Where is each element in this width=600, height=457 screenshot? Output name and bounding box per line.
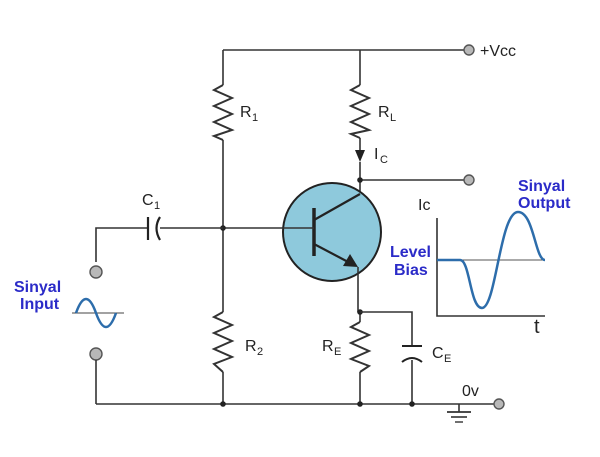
graph-axes bbox=[436, 218, 545, 317]
graph-y-label: Ic bbox=[418, 197, 430, 214]
input-terminal-top bbox=[89, 265, 103, 279]
current-arrow bbox=[355, 150, 365, 162]
zero-volt-label: 0v bbox=[462, 383, 479, 400]
output-terminal bbox=[463, 174, 475, 186]
ce-label: C bbox=[432, 345, 444, 362]
vcc-label: +Vcc bbox=[480, 43, 516, 60]
output-annotation-line1: Sinyal bbox=[518, 178, 565, 195]
ce-plate-bottom bbox=[401, 357, 423, 363]
c1-label: C bbox=[142, 192, 154, 209]
input-annotation-line2: Input bbox=[20, 296, 60, 313]
r2-label: R bbox=[245, 338, 257, 355]
ic-label: I bbox=[374, 146, 378, 163]
r2-resistor bbox=[211, 311, 235, 373]
re-subscript: E bbox=[334, 346, 341, 358]
c1-plate-right bbox=[155, 216, 161, 241]
input-terminal-bottom bbox=[89, 347, 103, 361]
rl-label: R bbox=[378, 104, 390, 121]
rl-resistor bbox=[347, 84, 373, 139]
r1-label: R bbox=[240, 104, 252, 121]
re-resistor bbox=[348, 321, 372, 373]
input-annotation-line1: Sinyal bbox=[14, 279, 61, 296]
r1-subscript: 1 bbox=[252, 112, 258, 124]
transistor-collector bbox=[313, 193, 361, 221]
rl-subscript: L bbox=[390, 112, 396, 124]
junction-dot bbox=[409, 401, 415, 407]
c1-wire bbox=[95, 227, 223, 262]
vcc-terminal bbox=[463, 44, 475, 56]
junction-dot bbox=[357, 177, 363, 183]
output-waveform bbox=[437, 210, 546, 310]
ground-symbol bbox=[447, 404, 471, 423]
output-annotation-line2: Output bbox=[518, 195, 571, 212]
bias-annotation-line2: Bias bbox=[394, 262, 428, 279]
r1-resistor bbox=[211, 84, 235, 141]
transistor-body bbox=[282, 182, 382, 282]
ce-subscript: E bbox=[444, 353, 451, 365]
input-sine-wave bbox=[74, 297, 118, 329]
c1-subscript: 1 bbox=[154, 200, 160, 212]
graph-x-label: t bbox=[534, 316, 540, 338]
re-label: R bbox=[322, 338, 334, 355]
ic-subscript: C bbox=[380, 154, 388, 166]
junction-dot bbox=[357, 401, 363, 407]
junction-dot bbox=[220, 401, 226, 407]
bias-annotation-line1: Level bbox=[390, 244, 431, 261]
ground-terminal bbox=[493, 398, 505, 410]
transistor-emitter bbox=[313, 243, 353, 265]
emitter-arrow bbox=[343, 254, 358, 267]
ce-wire bbox=[360, 311, 413, 404]
r2-subscript: 2 bbox=[257, 346, 263, 358]
